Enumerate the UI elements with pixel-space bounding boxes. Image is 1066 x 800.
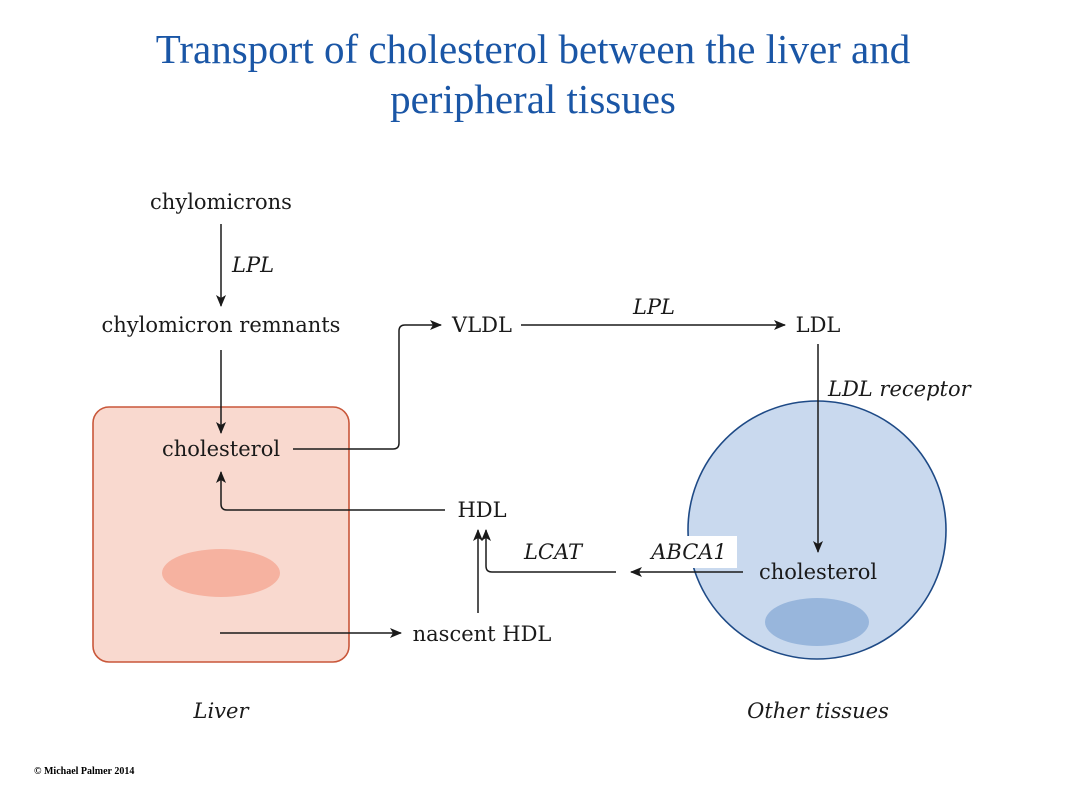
label-lpl-chylomicrons: LPL — [231, 253, 274, 277]
label-ldl-receptor: LDL receptor — [827, 377, 973, 401]
label-chylomicrons: chylomicrons — [150, 190, 292, 214]
arrow-hdl-to-liver-cholesterol — [216, 471, 445, 511]
tissue-nucleus — [765, 598, 869, 646]
label-tissue-cholesterol: cholesterol — [759, 560, 877, 584]
abca1-label-background — [641, 536, 737, 568]
page-title: Transport of cholesterol between the liv… — [0, 24, 1066, 124]
title-line-2: peripheral tissues — [390, 76, 676, 122]
copyright-notice: © Michael Palmer 2014 — [34, 766, 135, 777]
arrow-lcat-to-hdl — [481, 529, 616, 573]
tissue-cell — [687, 400, 947, 660]
label-liver-cholesterol: cholesterol — [162, 437, 280, 461]
title-line-1: Transport of cholesterol between the liv… — [155, 26, 911, 72]
label-nascent-hdl: nascent HDL — [413, 622, 552, 646]
label-hdl: HDL — [457, 498, 506, 522]
label-ldl: LDL — [796, 313, 841, 337]
label-chylomicron-remnants: chylomicron remnants — [102, 313, 341, 337]
label-other-tissues: Other tissues — [747, 699, 889, 723]
label-abca1: ABCA1 — [649, 540, 727, 564]
label-liver: Liver — [193, 699, 251, 723]
liver-nucleus — [162, 549, 280, 597]
label-lpl-vldl: LPL — [632, 295, 675, 319]
label-vldl: VLDL — [451, 313, 512, 337]
arrow-cholesterol-to-vldl — [293, 320, 442, 450]
label-lcat: LCAT — [523, 540, 584, 564]
